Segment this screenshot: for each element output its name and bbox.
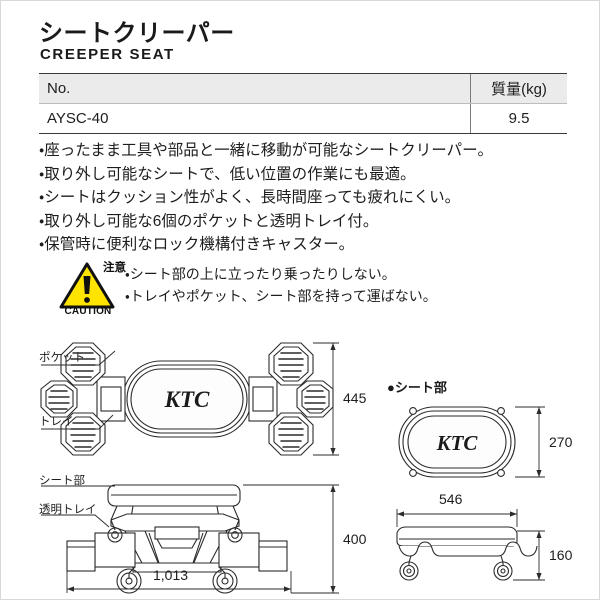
cell-mass: 9.5 [470,103,567,134]
callout-pocket: ポケット [39,352,85,364]
svg-text:KTC: KTC [436,431,479,455]
feature-item: ・シートはクッション性がよく、長時間座っても疲れにくい。 [39,189,461,206]
specification-table: No. 質量(kg) AYSC-40 9.5 [39,73,567,134]
feature-item: ・座ったまま工具や部品と一緒に移動が可能なシートクリーパー。 [39,142,493,159]
callout-clear-tray: 透明トレイ [39,504,97,516]
caution-block: 注意 CAUTION ・シート部の上に立ったり乗ったりしない。 ・トレイやポケッ… [57,259,477,325]
caution-label-japanese: 注意 [103,262,126,274]
table-row: AYSC-40 9.5 [39,103,567,134]
warning-triangle-icon [59,262,115,309]
dimension-1013: 1,013 [153,567,189,583]
seat-side-drawing [396,509,545,581]
side-view-drawing [41,484,339,594]
diagram-side-view: シート部 透明トレイ 400 1,013 [37,471,367,596]
callout-tray: トレイ [39,416,74,428]
dimension-160: 160 [549,547,573,563]
column-header-mass: 質量(kg) [470,73,567,104]
dimension-445: 445 [343,390,367,406]
feature-item: ・保管時に便利なロック機構付きキャスター。 [39,236,355,253]
callout-seat-section: シート部 [39,475,85,487]
caution-sign: 注意 CAUTION [57,259,126,321]
diagram-seat-top-view: KTC 270 [387,373,587,485]
column-header-no: No. [39,73,471,104]
diagram-seat-side-view: 546 160 [387,491,587,597]
feature-list: ・座ったまま工具や部品と一緒に移動が可能なシートクリーパー。 ・取り外し可能なシ… [39,139,569,257]
page-title-japanese: シートクリーパー [39,20,235,47]
cell-model-number: AYSC-40 [39,103,471,134]
dimension-270: 270 [549,434,573,450]
dimension-546: 546 [439,491,463,507]
seat-section-heading: ●シート部 [387,380,447,395]
diagram-top-view: KTC ポケット トレイ 445 [37,337,367,465]
feature-item: ・取り外し可能なシートで、低い位置の作業にも最適。 [39,165,416,183]
table-header-row: No. 質量(kg) [39,73,567,104]
caution-item: ・トレイやポケット、シート部を持って運ばない。 [125,288,437,304]
caution-text-list: ・シート部の上に立ったり乗ったりしない。 ・トレイやポケット、シート部を持って運… [125,263,437,307]
caution-item: ・シート部の上に立ったり乗ったりしない。 [125,266,396,282]
feature-item: ・取り外し可能な6個のポケットと透明トレイ付。 [39,212,379,230]
page-title-english: CREEPER SEAT [40,46,175,63]
svg-text:KTC: KTC [164,387,210,412]
top-view-drawing: KTC [40,342,339,456]
dimension-400: 400 [343,531,367,547]
caution-label-english: CAUTION [64,306,112,317]
seat-top-drawing: KTC [398,406,545,478]
